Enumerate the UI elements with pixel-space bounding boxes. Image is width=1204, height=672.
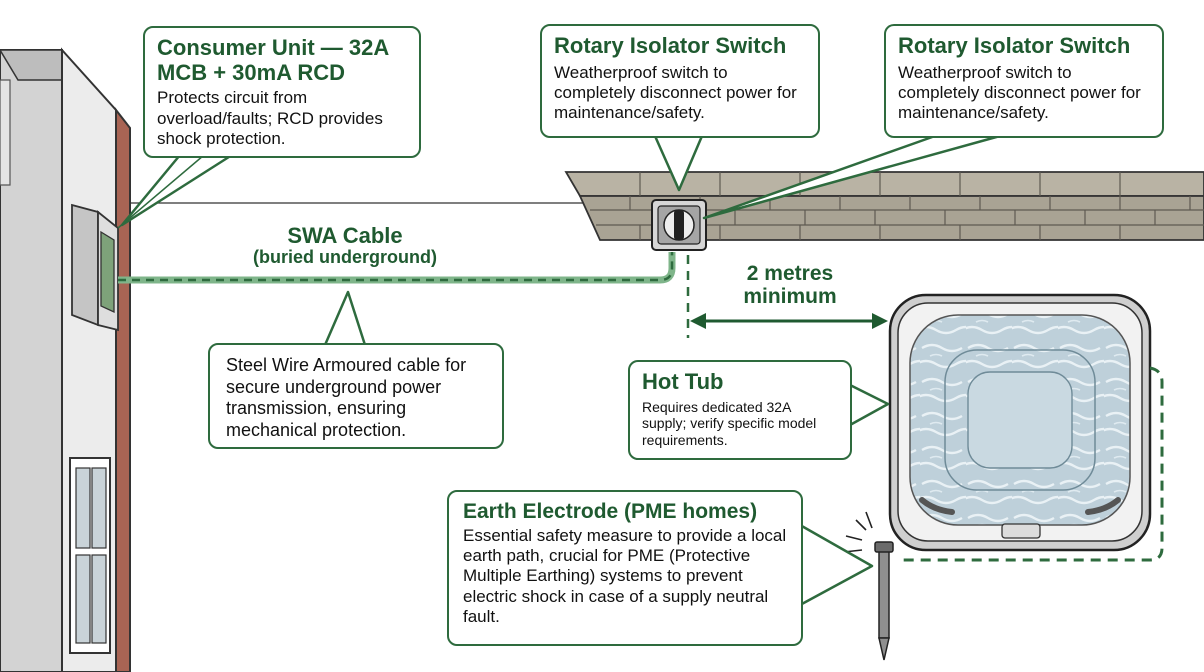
distance-value: 2 metres bbox=[746, 262, 834, 285]
callout-earth-electrode-title: Earth Electrode (PME homes) bbox=[463, 500, 758, 523]
swa-cable-title: SWA Cable bbox=[287, 223, 403, 248]
callout-earth-electrode-body: Essential safety measure to provide a lo… bbox=[463, 525, 787, 627]
callout-consumer-unit-title: Consumer Unit — 32A MCB + 30mA RCD bbox=[157, 35, 389, 85]
callout-hot-tub: Hot Tub Requires dedicated 32A supply; v… bbox=[628, 360, 852, 460]
consumer-unit-icon bbox=[71, 203, 119, 332]
rotary-isolator-icon bbox=[651, 199, 707, 251]
callout-consumer-unit-body: Protects circuit from overload/faults; R… bbox=[157, 88, 383, 149]
earth-bond-line bbox=[898, 366, 1164, 562]
callout-swa-description-body: Steel Wire Armoured cable for secure und… bbox=[226, 355, 467, 440]
callout-hot-tub-body: Requires dedicated 32A supply; verify sp… bbox=[642, 398, 817, 449]
callout-isolator-1: Rotary Isolator Switch Weatherproof swit… bbox=[540, 24, 820, 138]
distance-arrow bbox=[690, 313, 888, 329]
callout-consumer-unit: Consumer Unit — 32A MCB + 30mA RCD Prote… bbox=[143, 26, 421, 158]
distance-label: 2 metres minimum bbox=[720, 262, 860, 308]
distance-minimum: minimum bbox=[743, 285, 837, 309]
swa-cable-label: SWA Cable (buried underground) bbox=[215, 223, 475, 268]
callout-earth-electrode: Earth Electrode (PME homes) Essential sa… bbox=[447, 490, 803, 646]
hot-tub-icon bbox=[888, 293, 1152, 552]
swa-cable-dash bbox=[118, 252, 674, 282]
consumer-unit-pointer-line bbox=[117, 149, 211, 229]
callout-isolator-2-title: Rotary Isolator Switch bbox=[898, 33, 1131, 58]
callout-swa-description: Steel Wire Armoured cable for secure und… bbox=[208, 343, 504, 449]
callout-isolator-1-title: Rotary Isolator Switch bbox=[554, 33, 787, 58]
house-window bbox=[69, 457, 111, 654]
earth-rod-icon bbox=[843, 511, 894, 661]
callout-isolator-2-body: Weatherproof switch to completely discon… bbox=[898, 62, 1141, 123]
callout-hot-tub-title: Hot Tub bbox=[642, 369, 724, 394]
callout-isolator-1-body: Weatherproof switch to completely discon… bbox=[554, 62, 797, 123]
callout-isolator-2: Rotary Isolator Switch Weatherproof swit… bbox=[884, 24, 1164, 138]
swa-cable-subtitle: (buried underground) bbox=[253, 247, 437, 268]
